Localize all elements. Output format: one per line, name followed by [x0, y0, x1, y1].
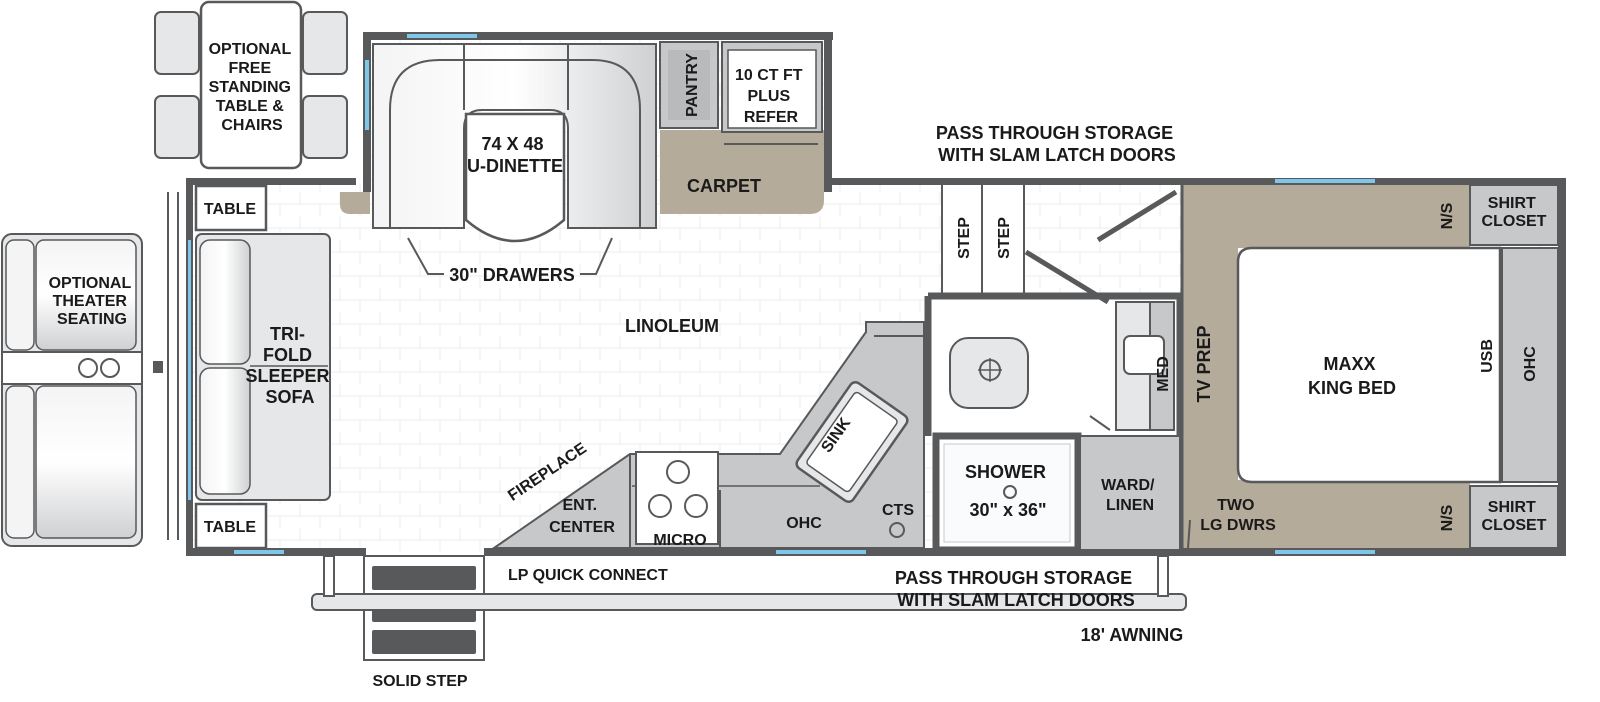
steps-to-bedroom — [941, 183, 1025, 297]
cts-marker — [889, 522, 905, 538]
toilet — [949, 337, 1029, 409]
front-table-bottom — [194, 502, 268, 550]
front-table-top — [194, 184, 268, 232]
shirt-closet-bottom-label: SHIRT CLOSET — [1482, 499, 1547, 534]
table-top-label: TABLE — [204, 201, 256, 218]
cooktop — [635, 451, 719, 545]
optional-table-label: OPTIONAL FREE STANDING TABLE & CHAIRS — [209, 41, 296, 134]
tv-prep-label: TV PREP — [1194, 325, 1214, 402]
two-lg-drawers-label: TWO LG DWRS — [1200, 497, 1276, 534]
med-cabinet-label: MED — [1155, 356, 1172, 392]
u-dinette — [372, 43, 657, 243]
shirt-closet-bottom — [1469, 485, 1559, 549]
awning-label: 18' AWNING — [1081, 625, 1184, 645]
ward-linen-label: WARD/ LINEN — [1101, 477, 1159, 514]
dinette-label: 74 X 48 U-DINETTE — [467, 134, 563, 176]
ent-center-label: ENT. CENTER — [549, 497, 615, 536]
bedroom-carpet — [1180, 185, 1470, 549]
tri-fold-sofa — [195, 233, 331, 501]
pantry — [659, 41, 719, 129]
refrigerator-label: 10 CT FT PLUS REFER — [735, 67, 807, 126]
kitchen-sink — [795, 381, 909, 503]
optional-table-and-chairs — [154, 0, 348, 170]
shirt-closet-top — [1469, 184, 1559, 246]
lp-quick-connect-label: LP QUICK CONNECT — [508, 567, 668, 584]
drawers-label: 30" DRAWERS — [449, 265, 575, 285]
step-label-1: STEP — [956, 217, 973, 259]
optional-theater-seating — [1, 233, 143, 547]
nightstand-top-label: N/S — [1439, 202, 1456, 229]
sofa-label: TRI- FOLD SLEEPER SOFA — [245, 324, 334, 407]
pantry-label: PANTRY — [684, 53, 701, 117]
linoleum-label: LINOLEUM — [625, 316, 719, 336]
shower — [932, 432, 1082, 554]
table-bottom-label: TABLE — [204, 519, 256, 536]
pass-through-storage-top: PASS THROUGH STORAGE WITH SLAM LATCH DOO… — [936, 123, 1178, 165]
refrigerator — [721, 41, 823, 145]
awning — [311, 555, 1187, 611]
window — [407, 34, 477, 38]
bedroom-ohc — [1501, 247, 1559, 483]
carpet-label-dinette: CARPET — [687, 176, 761, 196]
drawers-marker — [407, 237, 613, 275]
ohc-kitchen-label: OHC — [786, 515, 822, 532]
king-bed — [1236, 246, 1502, 484]
front-cap — [153, 192, 179, 540]
micro-label: MICRO — [653, 532, 706, 549]
nightstand-bottom-label: N/S — [1439, 504, 1456, 531]
dinette-slideout — [340, 32, 833, 214]
shower-label: SHOWER 30" x 36" — [965, 462, 1051, 520]
wardrobe-linen — [1079, 435, 1181, 551]
cts-label: CTS — [882, 502, 914, 519]
step-label-2: STEP — [996, 217, 1013, 259]
shirt-closet-top-label: SHIRT CLOSET — [1482, 195, 1547, 230]
solid-step-label: SOLID STEP — [372, 673, 467, 690]
bed-label: MAXX KING BED — [1308, 354, 1396, 398]
usb-label: USB — [1479, 339, 1496, 373]
pass-through-storage-bottom: PASS THROUGH STORAGE WITH SLAM LATCH DOO… — [895, 568, 1137, 610]
window — [365, 60, 369, 130]
ohc-bed-label: OHC — [1522, 346, 1539, 382]
theater-seating-label: OPTIONAL THEATER SEATING — [49, 275, 136, 328]
